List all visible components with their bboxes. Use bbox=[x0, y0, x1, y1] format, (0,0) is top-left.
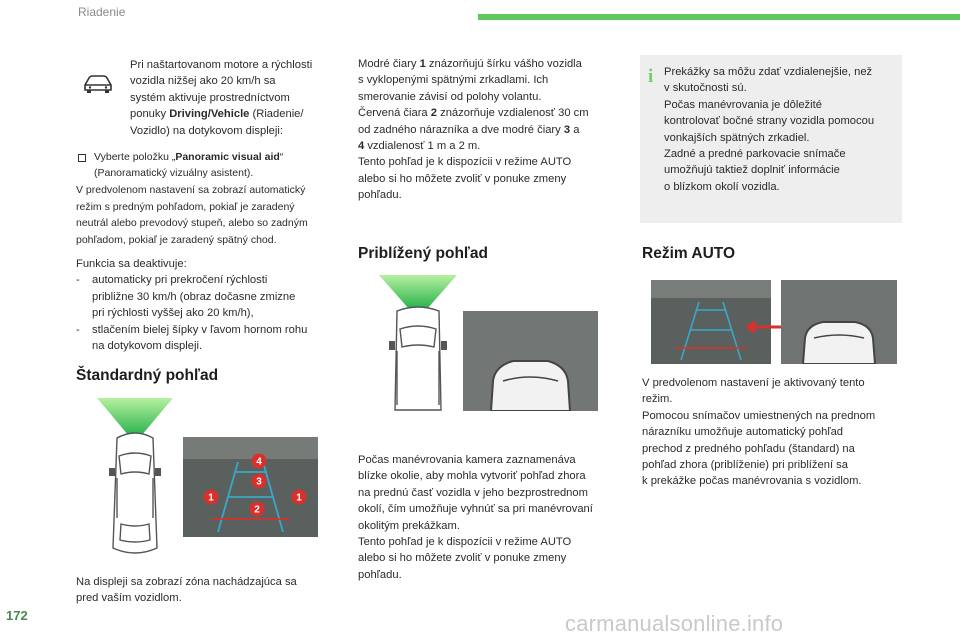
text-line: neutrál alebo prevodový stupeň, alebo so… bbox=[76, 217, 308, 230]
auto-mode-paragraph: V predvolenom nastavení je aktivovaný te… bbox=[642, 377, 876, 488]
car-settings-icon bbox=[84, 75, 112, 93]
camera-auto-standard bbox=[651, 280, 771, 364]
zoom-view-paragraph: Počas manévrovania kamera zaznamenáva bl… bbox=[358, 454, 593, 581]
callout-badge: 2 bbox=[249, 501, 265, 522]
text-line: V predvolenom nastavení sa zobrazí autom… bbox=[76, 184, 306, 196]
camera-standard-view: 4 3 1 1 2 bbox=[183, 437, 318, 537]
info-box bbox=[640, 55, 902, 223]
callout-badge: 1 bbox=[203, 489, 219, 510]
car-top-view-illustration bbox=[97, 398, 173, 554]
intro-paragraph: Pri naštartovanom motore a rýchlosti voz… bbox=[130, 57, 350, 139]
select-instruction-line2: (Panoramatický vizuálny asistent). bbox=[94, 166, 254, 179]
default-mode-paragraph: V predvolenom nastavení sa zobrazí autom… bbox=[76, 182, 356, 249]
section-title: Riadenie bbox=[78, 5, 126, 19]
info-box-text: Prekážky sa môžu zdať vzdialenejšie, než… bbox=[664, 66, 875, 193]
list-item: - stlačením bielej šípky v ľavom hornom … bbox=[76, 323, 308, 353]
list-item: - automaticky pri prekročení rýchlosti p… bbox=[76, 274, 296, 320]
info-icon: i bbox=[648, 66, 654, 87]
svg-text:2: 2 bbox=[254, 505, 260, 516]
watermark: carmanualsonline.info bbox=[565, 611, 784, 636]
svg-text:1: 1 bbox=[296, 493, 302, 504]
deactivation-block: Funkcia sa deaktivuje: - automaticky pri… bbox=[76, 256, 356, 354]
heading-auto-mode: Režim AUTO bbox=[642, 245, 736, 262]
camera-zoom-view bbox=[463, 311, 598, 411]
deactivation-title: Funkcia sa deaktivuje: bbox=[76, 258, 187, 270]
svg-text:3: 3 bbox=[256, 477, 262, 488]
callout-badge: 3 bbox=[251, 473, 267, 494]
intro-line: Vozidlo) na dotykovom displeji: bbox=[130, 124, 283, 137]
intro-line: systém aktivuje prostredníctvom bbox=[130, 91, 290, 104]
camera-auto-zoom bbox=[781, 280, 897, 364]
heading-zoom-view: Priblížený pohľad bbox=[358, 245, 488, 262]
heading-standard-view: Štandardný pohľad bbox=[76, 367, 219, 384]
header-accent-bar bbox=[478, 14, 960, 20]
intro-line: vozidla nižšej ako 20 km/h sa bbox=[130, 75, 276, 88]
callout-badge: 4 bbox=[251, 453, 267, 474]
callout-badge: 1 bbox=[291, 489, 307, 510]
page-number: 172 bbox=[6, 608, 28, 623]
car-zoom-illustration bbox=[379, 275, 457, 411]
guide-lines-paragraph: Modré čiary 1 znázorňujú šírku vášho voz… bbox=[358, 58, 589, 202]
intro-line: Pri naštartovanom motore a rýchlosti bbox=[130, 59, 313, 71]
text-line: režim s predným pohľadom, pokiaľ je zara… bbox=[76, 200, 295, 213]
checkbox-icon bbox=[78, 154, 86, 162]
text-line: pohľadom, pokiaľ je zaradený spätný chod… bbox=[76, 234, 277, 247]
intro-line: ponuky Driving/Vehicle (Riadenie/ bbox=[130, 108, 304, 121]
standard-view-caption: Na displeji sa zobrazí zóna nachádzajúca… bbox=[76, 576, 297, 605]
select-instruction: Vyberte položku „Panoramic visual aid“ (… bbox=[76, 150, 348, 181]
svg-text:4: 4 bbox=[256, 457, 262, 468]
svg-text:1: 1 bbox=[208, 493, 214, 504]
